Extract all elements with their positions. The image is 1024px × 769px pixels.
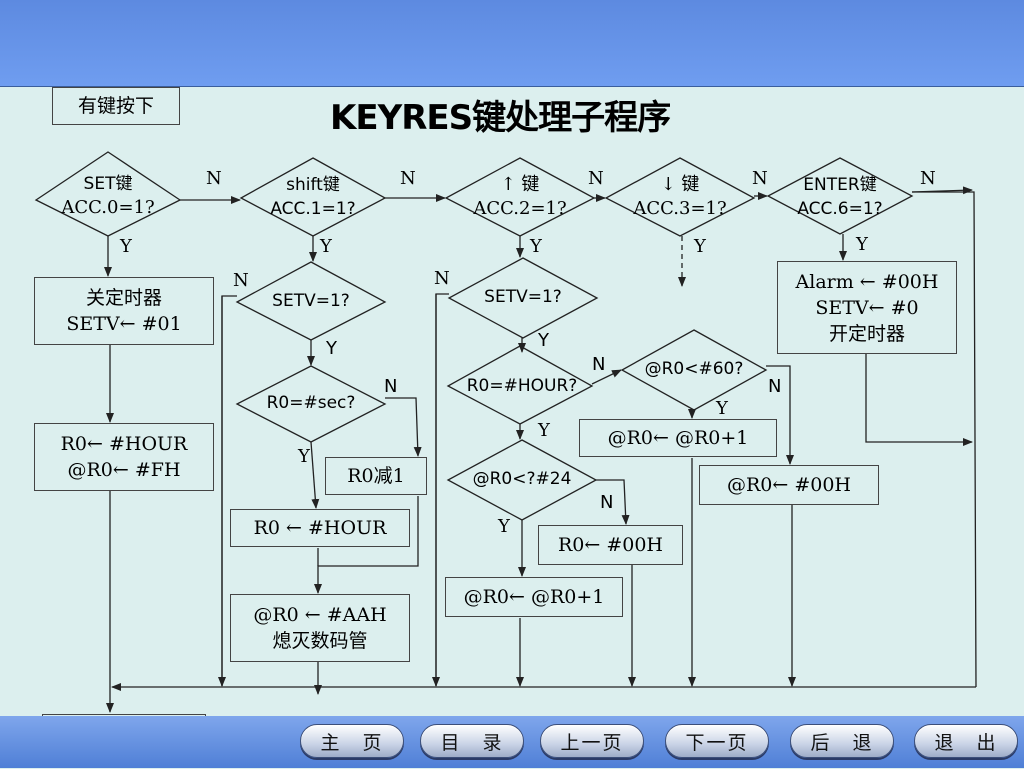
label-y: Y [120,236,132,257]
label-n: N [233,270,249,291]
decision-r0-60: @R0<#60? [644,359,744,379]
label-y: Y [498,516,510,537]
header-banner [0,0,1024,86]
decision-up: ↑ 键 ACC.2=1? [473,173,566,221]
label-y: Y [298,446,310,467]
contents-button[interactable]: 目 录 [420,724,524,758]
decision-r0-24: @R0<?#24 [472,469,572,489]
label-n: N [588,168,604,189]
decision-up-line2: ACC.2=1? [473,198,567,219]
process-aah: @R0 ← #AAH 熄灭数码管 [230,594,410,662]
decision-up-line1: ↑ 键 [500,174,540,195]
process-close-timer-line2: SETV← #01 [66,313,182,335]
process-increment-1: @R0← @R0+1 [579,419,777,457]
label-n: N [384,376,398,397]
decision-setv1: SETV=1? [272,291,350,311]
process-r0-00h: R0← #00H [538,525,683,565]
label-y: Y [716,398,728,419]
process-close-timer-line1: 关定时器 [85,287,162,309]
decision-set-line1: SET键 [83,174,133,194]
process-increment-2: @R0← @R0+1 [445,577,623,617]
home-button[interactable]: 主 页 [300,724,404,758]
decision-sec: R0=#sec? [266,393,356,413]
label-y: Y [320,236,332,257]
decision-setv2-shape [447,257,599,339]
back-button[interactable]: 后 退 [790,724,894,758]
process-close-timer: 关定时器 SETV← #01 [34,277,214,345]
previous-page-button[interactable]: 上一页 [540,724,644,758]
decision-enter-line1: ENTER键 [803,175,877,195]
decision-shift: shift键 ACC.1=1? [270,173,355,221]
page-title: KEYRES键处理子程序 [330,98,671,138]
decision-enter-shape [766,157,914,235]
label-n: N [400,168,416,189]
process-r0-hour: R0 ← #HOUR [230,509,410,547]
process-alarm-line3: 开定时器 [828,322,905,345]
exit-button[interactable]: 退 出 [914,724,1018,758]
label-y: Y [326,338,337,359]
decision-enter-line2: ACC.6=1? [797,199,883,219]
decision-down-line2: ACC.3=1? [633,198,727,219]
label-n: N [600,492,614,513]
label-n: N [592,354,606,375]
decision-setv2: SETV=1? [484,287,562,307]
decision-shift-line1: shift键 [286,175,340,195]
process-r0-decrement: R0减1 [325,457,427,495]
decision-shift-line2: ACC.1=1? [270,199,356,219]
process-alarm: Alarm ← #00H SETV← #0 开定时器 [777,261,957,354]
decision-down-line1: ↓ 键 [660,174,700,195]
next-page-button[interactable]: 下一页 [665,724,769,758]
label-n: N [434,268,450,289]
process-alarm-line2: SETV← #0 [815,296,919,319]
decision-down-shape [604,157,756,237]
label-n: N [752,168,768,189]
label-y: Y [530,236,542,257]
decision-set-line2: ACC.0=1? [61,197,155,218]
label-n: N [768,376,782,397]
decision-down: ↓ 键 ACC.3=1? [633,173,726,221]
label-n: N [206,168,222,189]
process-r0-hour-fh-line1: R0← #HOUR [60,433,188,455]
decision-enter: ENTER键 ACC.6=1? [797,173,882,221]
process-aah-line1: @R0 ← #AAH [253,604,387,626]
label-y: Y [538,330,549,351]
process-r0-hour-fh: R0← #HOUR @R0← #FH [34,423,214,491]
process-aah-line2: 熄灭数码管 [272,630,368,652]
decision-set: SET键 ACC.0=1? [61,172,154,220]
decision-hour: R0=#HOUR? [466,376,578,396]
label-y: Y [856,234,868,255]
process-at-r0-00h: @R0← #00H [699,465,879,505]
label-n: N [920,168,936,189]
label-y: Y [694,236,706,257]
start-box: 有键按下 [52,87,180,125]
label-y: Y [538,420,550,441]
process-r0-hour-fh-line2: @R0← #FH [67,459,181,481]
process-alarm-line1: Alarm ← #00H [795,270,939,293]
